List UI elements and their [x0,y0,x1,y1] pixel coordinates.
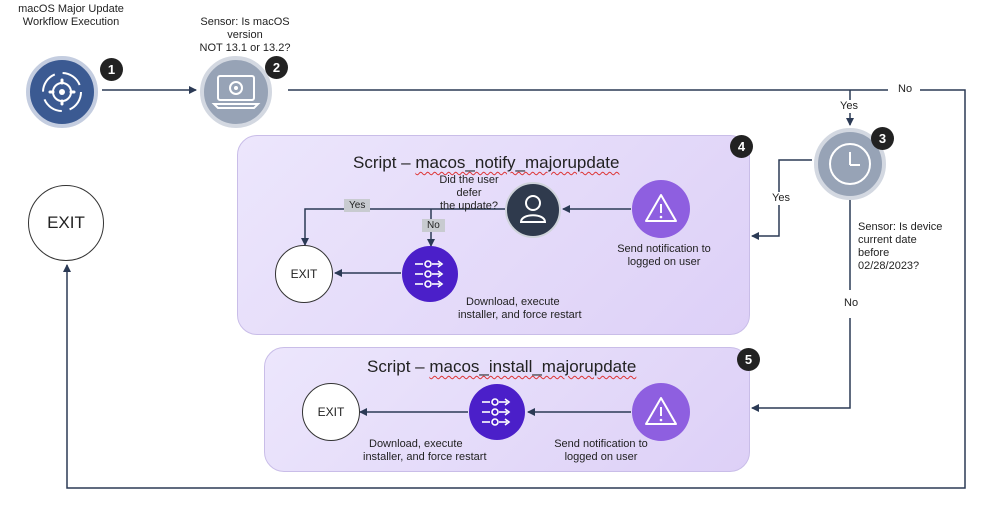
user-decision-node [505,182,561,238]
notify-send-node [632,180,690,238]
notify-script-name: macos_notify_majorupdate [415,153,620,172]
exit-main-node: EXIT [28,185,104,261]
install-process-icon [415,260,444,288]
notify-download-node [402,246,458,302]
notify-exit-label: EXIT [290,267,318,281]
laptop-gear-icon [211,75,261,109]
install-send-label: Send notification to logged on user [540,438,662,464]
install-download-line2: installer, and force restart [363,451,487,463]
notify-download-line1: Download, execute [466,296,560,308]
defer-question: Did the user defer the update? [426,174,512,213]
exit-main-label: EXIT [47,213,85,232]
step-badge-4: 4 [730,135,753,158]
install-title-prefix: Script – [367,357,430,376]
sensor-version-title: Sensor: Is macOS version NOT 13.1 or 13.… [183,16,307,55]
sensor-date-line3: before [858,247,890,259]
notify-send-line1: Send notification to [617,243,711,255]
sensor-version-line2: NOT 13.1 or 13.2? [199,42,291,54]
warning-icon [645,397,677,425]
edge-date-no-to-install [751,318,851,412]
notify-send-line2: logged on user [627,256,701,268]
install-exit-node: EXIT [302,383,360,441]
user-icon [519,195,547,223]
edge-label-no-bottom: No [842,297,861,310]
install-download-line1: Download, execute [369,438,463,450]
install-send-line2: logged on user [564,451,638,463]
sensor-version-node [200,56,272,128]
workflow-start-node [26,56,98,128]
notify-download-label: Download, execute installer, and force r… [458,296,582,322]
sensor-version-line1: Sensor: Is macOS version [200,16,290,41]
step-badge-2: 2 [265,56,288,79]
clock-icon [829,143,871,185]
warning-icon [645,194,677,222]
install-process-icon [482,398,511,426]
notify-send-label: Send notification to logged on user [603,243,725,269]
sensor-date-line2: current date [858,234,917,246]
defer-no-tag: No [422,219,445,232]
install-exit-label: EXIT [317,405,345,419]
install-send-line1: Send notification to [554,438,648,450]
edge-label-yes-top: Yes [838,100,860,113]
edge-return-exit [63,89,966,489]
step-badge-5: 5 [737,348,760,371]
sensor-date-title: Sensor: Is device current date before 02… [858,221,942,273]
cycle-gear-icon [42,72,82,112]
notify-exit-node: EXIT [275,245,333,303]
notify-download-line2: installer, and force restart [458,309,582,321]
sensor-date-line4: 02/28/2023? [858,260,920,272]
install-panel-title: Script – macos_install_majorupdate [367,357,636,377]
edge-label-yes-left: Yes [770,192,792,205]
edge-defer-yes-to-exit [301,208,505,246]
notify-title-prefix: Script – [353,153,416,172]
install-download-node [469,384,525,440]
defer-yes-tag: Yes [344,199,371,212]
start-title-line2: Workflow Execution [22,16,120,28]
start-title-line1: macOS Major Update [18,3,124,15]
install-send-node [632,383,690,441]
step-badge-1: 1 [100,58,123,81]
defer-question-line2: the update? [439,200,499,212]
edge-label-no-top: No [896,83,915,96]
start-title: macOS Major Update Workflow Execution [10,3,132,29]
sensor-date-line1: Sensor: Is device [858,221,943,233]
step-badge-3: 3 [871,127,894,150]
install-download-label: Download, execute installer, and force r… [363,438,487,464]
defer-question-line1: Did the user defer [439,174,499,199]
notify-panel-title: Script – macos_notify_majorupdate [353,153,619,173]
install-script-name: macos_install_majorupdate [429,357,637,376]
